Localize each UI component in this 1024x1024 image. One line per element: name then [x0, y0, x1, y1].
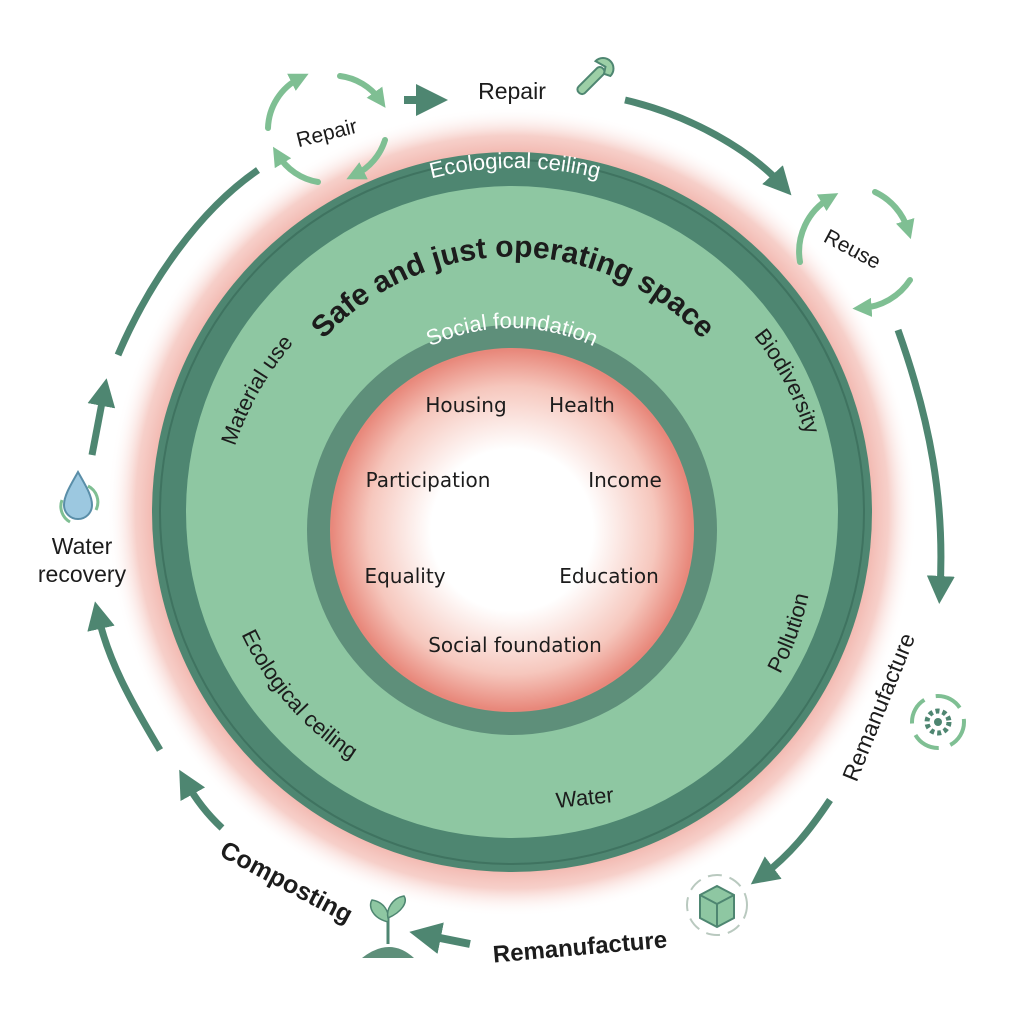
gear-recycle-icon: [910, 694, 966, 750]
arrow-to-water-recovery: [87, 601, 164, 752]
arrow-remanufacture-to-composting: [409, 922, 471, 954]
housing-label: Housing: [425, 393, 506, 417]
repair-cycle-icon: [265, 73, 388, 185]
wrench-icon: [576, 57, 615, 96]
water-recovery-label-line2: recovery: [38, 561, 127, 587]
reuse-cycle-icon: [796, 189, 915, 317]
arrow-composting-to-water: [179, 769, 225, 831]
participation-label: Participation: [366, 468, 491, 492]
sprout-icon: [362, 895, 414, 958]
arrow-reuse-to-remanufacture: [894, 328, 955, 604]
social-shortfall-core: [330, 348, 694, 712]
education-label: Education: [559, 564, 659, 588]
arrow-water-recovery-up: [87, 378, 116, 456]
water-recovery-label-line1: Water: [52, 533, 113, 559]
income-label: Income: [588, 468, 662, 492]
health-label: Health: [549, 393, 615, 417]
equality-label: Equality: [364, 564, 445, 588]
box-recycle-icon: [686, 874, 748, 936]
arrow-repair-to-reuse: [624, 96, 792, 196]
remanufacture-bottom-label: Remanufacture: [492, 926, 668, 968]
repair-label: Repair: [478, 78, 546, 104]
water-drop-icon: [59, 469, 100, 524]
arrow-to-repair-badge: [114, 167, 260, 357]
water-label: Water: [555, 782, 615, 813]
social-foundation-bottom-label: Social foundation: [428, 633, 602, 657]
arrow-remanufacture-to-remanufacture: [750, 798, 833, 885]
